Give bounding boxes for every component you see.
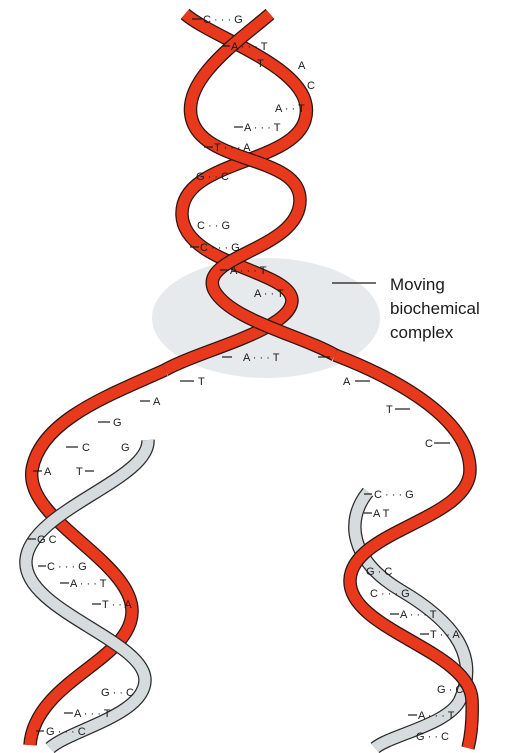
base-pair: C · · · G — [200, 242, 240, 254]
base-pair: T — [257, 58, 264, 70]
base-pair: C · · · G — [47, 561, 87, 573]
base-pair: C · · · G — [374, 489, 414, 501]
base-pair: A · · · T — [418, 710, 455, 722]
base-pair: C — [425, 438, 433, 450]
base-pair: T — [386, 404, 393, 416]
base-pair: T · · A — [102, 599, 132, 611]
base-pair: T · · · A — [214, 142, 251, 154]
base-pair: A · · · T — [400, 609, 437, 621]
base-pair: A — [153, 396, 161, 408]
base-pair: G · C — [437, 684, 463, 696]
base-pair: C · · · G — [203, 14, 243, 26]
base-pair: G · · C — [196, 171, 229, 183]
base-pair: G · · · C — [46, 726, 86, 738]
base-pair: G · · C — [416, 731, 449, 743]
base-pair: C — [307, 80, 315, 92]
base-pair: T — [198, 376, 205, 388]
base-pair: A — [343, 376, 351, 388]
base-pair: G · · C — [101, 687, 134, 699]
base-pair: A · · · T — [243, 352, 280, 364]
callout-line-3: complex — [390, 323, 454, 342]
callout-line-1: Moving — [390, 275, 445, 294]
base-pair: A — [44, 466, 52, 478]
base-pair: A · · T — [254, 288, 284, 300]
base-pair: G — [113, 417, 122, 429]
base-pair: C · · · G — [370, 588, 410, 600]
base-pair: A T — [373, 508, 390, 520]
left-arm — [26, 370, 165, 748]
base-pair: A · · · T — [74, 708, 111, 720]
base-pair: A · · · T — [231, 41, 268, 53]
callout-line-2: biochemical — [390, 299, 480, 318]
base-pair: A · · T — [275, 103, 305, 115]
base-pair: A · · · T — [244, 122, 281, 134]
base-pair: C — [82, 442, 90, 454]
base-pair: C · · G — [197, 220, 230, 232]
base-pair: T — [76, 466, 83, 478]
base-pair: G · C — [366, 566, 392, 578]
base-pair: A — [298, 60, 306, 72]
base-pair: G C — [37, 534, 57, 546]
base-pair: T · · A — [430, 629, 460, 641]
base-pair: A · · · T — [230, 265, 267, 277]
base-pair: A · · · T — [70, 578, 107, 590]
base-pair: G — [121, 442, 130, 454]
